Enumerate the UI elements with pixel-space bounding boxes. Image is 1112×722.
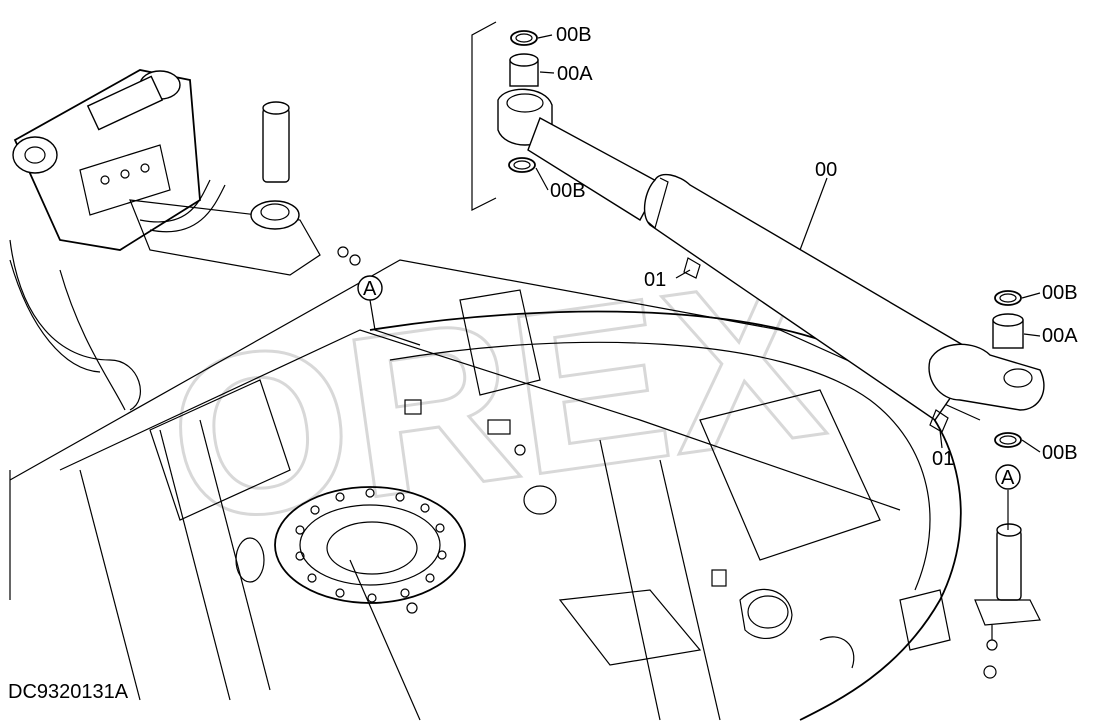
bearing-bolt-holes bbox=[295, 488, 447, 603]
reference-label-left: A bbox=[363, 278, 377, 300]
right-pin-assembly bbox=[974, 523, 1041, 679]
reference-marker-right: A bbox=[995, 464, 1021, 490]
callout-01-right: 01 bbox=[932, 448, 954, 470]
callout-00b-top-lower: 00B bbox=[550, 180, 586, 202]
callout-00a-top: 00A bbox=[557, 63, 593, 85]
reference-label-right: A bbox=[1001, 467, 1015, 489]
callout-00-cylinder: 00 bbox=[815, 159, 837, 181]
right-seals bbox=[992, 290, 1024, 448]
top-seals bbox=[471, 21, 539, 211]
reference-marker-left: A bbox=[357, 275, 383, 301]
swing-cylinder bbox=[497, 88, 1045, 433]
callout-00b-right-top: 00B bbox=[1042, 282, 1078, 304]
callout-01-left: 01 bbox=[644, 269, 666, 291]
callout-00b-right-bottom: 00B bbox=[1042, 442, 1078, 464]
callout-00a-right: 00A bbox=[1042, 325, 1078, 347]
callout-00b-top: 00B bbox=[556, 24, 592, 46]
document-id: DC9320131A bbox=[8, 681, 129, 703]
swing-post-assembly bbox=[9, 69, 361, 411]
leader-lines bbox=[369, 34, 1041, 530]
